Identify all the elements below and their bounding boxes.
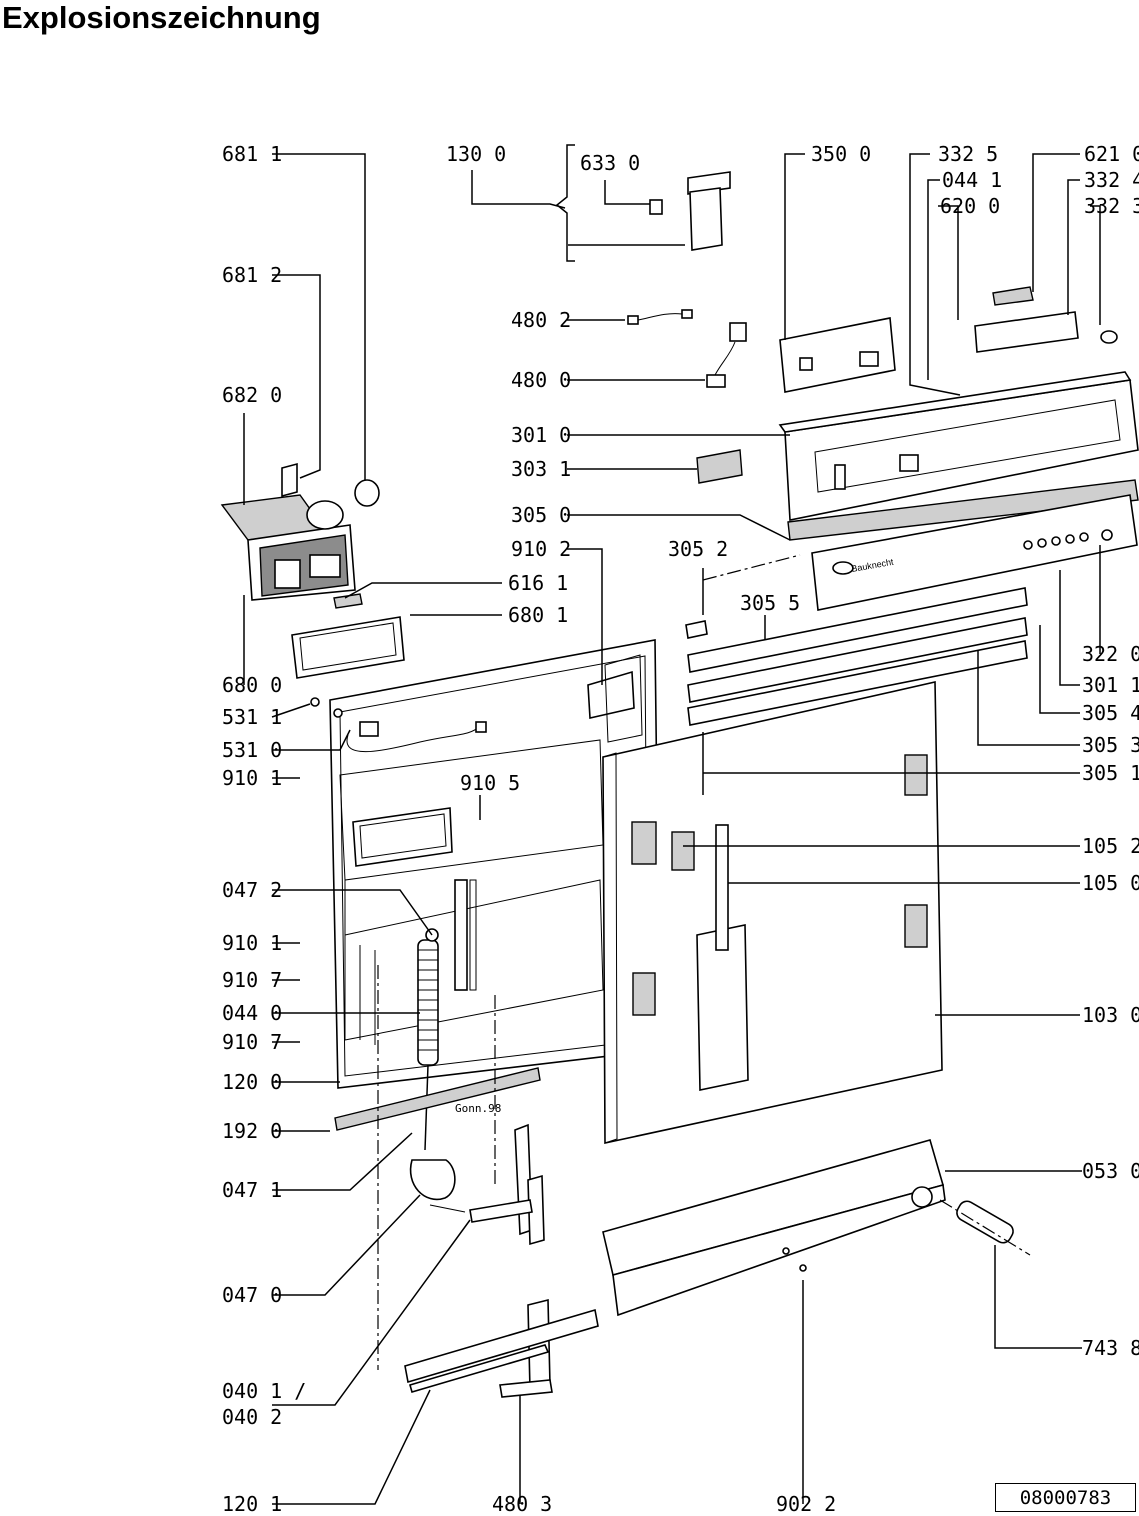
label-305-2: 305 2 xyxy=(668,537,728,561)
document-number-box: 08000783 xyxy=(995,1483,1136,1512)
label-910-2: 910 2 xyxy=(511,537,571,561)
label-910-1-lower: 910 1 xyxy=(222,931,282,955)
kick-plate xyxy=(602,1139,946,1317)
label-053-0: 053 0 xyxy=(1082,1159,1139,1183)
label-682-0: 682 0 xyxy=(222,383,282,407)
label-910-1-upper: 910 1 xyxy=(222,766,282,790)
leader-lines xyxy=(243,144,1101,1505)
center-lines xyxy=(377,554,801,1370)
date-stamp: Gonn.98 xyxy=(455,1102,501,1115)
label-902-2: 902 2 xyxy=(776,1492,836,1516)
label-040-1: 040 1 / xyxy=(222,1379,306,1403)
label-332-3: 332 3 xyxy=(1084,194,1139,218)
label-910-7-lower: 910 7 xyxy=(222,1030,282,1054)
label-044-1: 044 1 xyxy=(942,168,1002,192)
label-301-0: 301 0 xyxy=(511,423,571,447)
label-305-0: 305 0 xyxy=(511,503,571,527)
label-040-2: 040 2 xyxy=(222,1405,282,1429)
label-120-0: 120 0 xyxy=(222,1070,282,1094)
detergent-dispenser xyxy=(220,462,380,609)
part-number-labels: 681 1 130 0 633 0 350 0 332 5 621 0 044 … xyxy=(222,142,1139,1516)
label-192-0: 192 0 xyxy=(222,1119,282,1143)
outer-door-panel xyxy=(602,681,943,1144)
label-681-1: 681 1 xyxy=(222,142,282,166)
electronic-control-board xyxy=(779,317,896,393)
control-panel-housing xyxy=(778,371,1139,541)
switch-module xyxy=(974,286,1118,353)
document-number: 08000783 xyxy=(1019,1487,1112,1509)
label-305-1: 305 1 xyxy=(1082,761,1139,785)
label-332-5: 332 5 xyxy=(938,142,998,166)
label-047-2: 047 2 xyxy=(222,878,282,902)
label-681-2: 681 2 xyxy=(222,263,282,287)
label-301-1: 301 1 xyxy=(1082,673,1139,697)
label-616-1: 616 1 xyxy=(508,571,568,595)
label-047-1: 047 1 xyxy=(222,1178,282,1202)
label-480-3: 480 3 xyxy=(492,1492,552,1516)
label-680-0: 680 0 xyxy=(222,673,282,697)
door-lock xyxy=(649,171,731,251)
label-621-0: 621 0 xyxy=(1084,142,1139,166)
door-wiring-harness xyxy=(310,697,487,753)
label-910-5: 910 5 xyxy=(460,771,520,795)
control-panel-fascia: Bauknecht xyxy=(811,494,1138,611)
kick-plate-spring xyxy=(939,1199,1031,1256)
label-322-0: 322 0 xyxy=(1082,642,1139,666)
label-130-0: 130 0 xyxy=(446,142,506,166)
page-title: Explosionszeichnung xyxy=(2,0,321,35)
label-103-0: 103 0 xyxy=(1082,1003,1139,1027)
door-spring xyxy=(417,928,439,1151)
label-910-7-upper: 910 7 xyxy=(222,968,282,992)
label-105-2: 105 2 xyxy=(1082,834,1139,858)
label-633-0: 633 0 xyxy=(580,151,640,175)
hinge-lever xyxy=(409,1123,545,1246)
label-680-1: 680 1 xyxy=(508,603,568,627)
dispenser-gasket xyxy=(291,616,405,679)
label-531-0: 531 0 xyxy=(222,738,282,762)
handle-cover xyxy=(696,449,743,484)
label-120-1: 120 1 xyxy=(222,1492,282,1516)
label-620-0: 620 0 xyxy=(940,194,1000,218)
label-105-0: 105 0 xyxy=(1082,871,1139,895)
label-743-8: 743 8 xyxy=(1082,1336,1139,1360)
door-frame-rails xyxy=(685,587,1028,795)
label-350-0: 350 0 xyxy=(811,142,871,166)
label-531-1: 531 1 xyxy=(222,705,282,729)
label-044-0: 044 0 xyxy=(222,1001,282,1025)
hinge-bracket xyxy=(587,654,643,743)
label-480-0: 480 0 xyxy=(511,368,571,392)
toe-kick-bracket xyxy=(499,1298,553,1398)
cable-connectors xyxy=(627,309,747,388)
lower-door-rail xyxy=(404,1308,599,1393)
label-332-4: 332 4 xyxy=(1084,168,1139,192)
label-303-1: 303 1 xyxy=(511,457,571,481)
label-480-2: 480 2 xyxy=(511,308,571,332)
door-seal-strip: Gonn.98 xyxy=(334,1067,541,1131)
label-305-4: 305 4 xyxy=(1082,701,1139,725)
label-305-3: 305 3 xyxy=(1082,733,1139,757)
label-305-5: 305 5 xyxy=(740,591,800,615)
detergent-dispenser-opening xyxy=(352,807,453,867)
label-047-0: 047 0 xyxy=(222,1283,282,1307)
